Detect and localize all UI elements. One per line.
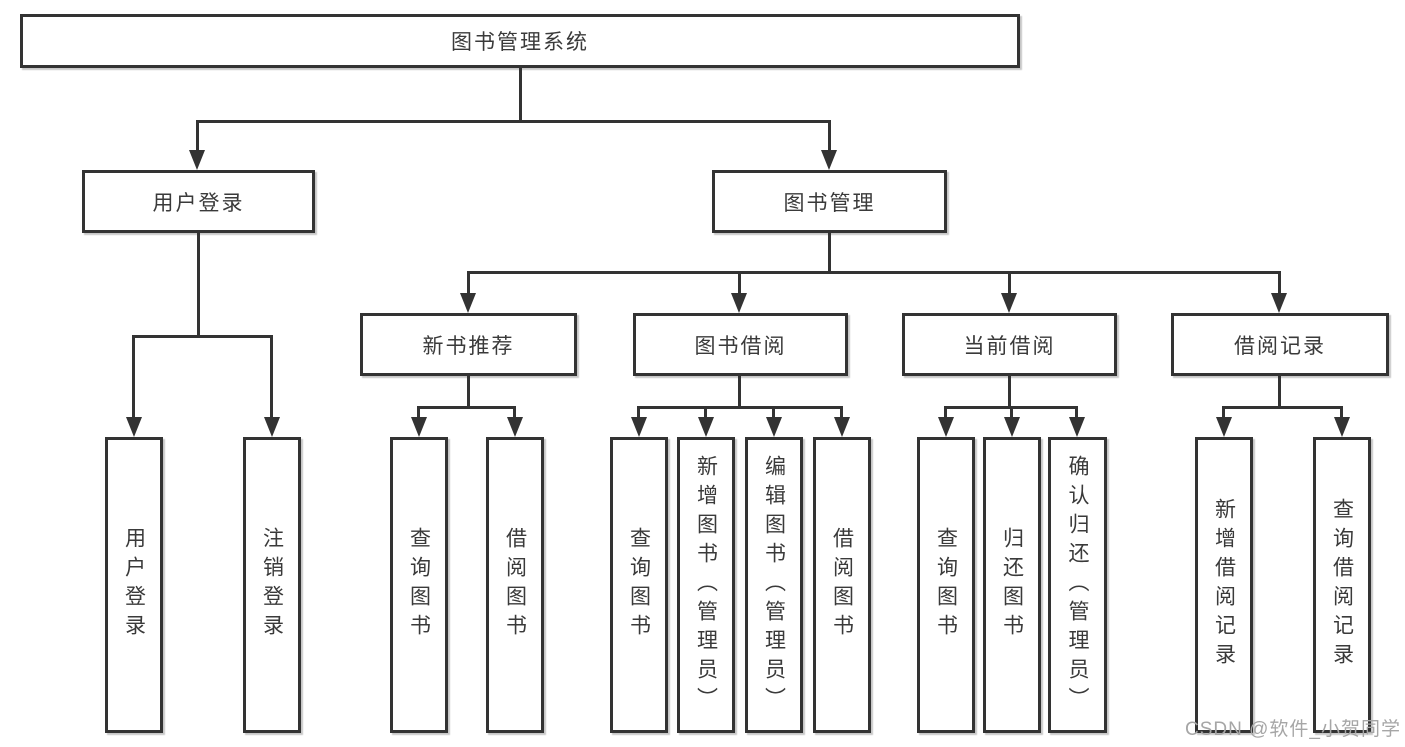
arrow-down-icon bbox=[411, 417, 427, 437]
connector-vline bbox=[519, 68, 522, 122]
node-label: 新书推荐 bbox=[422, 334, 515, 358]
node-book-borrow: 图书借阅 bbox=[633, 313, 848, 376]
node-label: 查询图书 bbox=[407, 527, 431, 643]
leaf-return-books: 归还图书 bbox=[983, 437, 1041, 733]
arrow-down-icon bbox=[1216, 417, 1232, 437]
leaf-query-books-recommend: 查询图书 bbox=[390, 437, 448, 733]
node-label: 用户登录 bbox=[152, 191, 245, 215]
node-label: 借阅图书 bbox=[830, 527, 854, 643]
arrow-down-icon bbox=[631, 417, 647, 437]
arrow-down-icon bbox=[1004, 417, 1020, 437]
arrow-down-icon bbox=[189, 150, 205, 170]
arrow-down-icon bbox=[698, 417, 714, 437]
leaf-user-login: 用户登录 bbox=[105, 437, 163, 733]
arrow-down-icon bbox=[126, 417, 142, 437]
leaf-query-books-borrow: 查询图书 bbox=[610, 437, 668, 733]
connector-vline bbox=[772, 406, 775, 420]
leaf-add-books-admin: 新增图书（管理员） bbox=[677, 437, 735, 733]
arrow-down-icon bbox=[766, 417, 782, 437]
connector-vline bbox=[467, 271, 470, 297]
leaf-query-borrow-record: 查询借阅记录 bbox=[1313, 437, 1371, 733]
node-user-login: 用户登录 bbox=[82, 170, 315, 233]
connector-hline bbox=[417, 406, 516, 409]
node-label: 用户登录 bbox=[122, 527, 146, 643]
arrow-down-icon bbox=[507, 417, 523, 437]
connector-vline bbox=[738, 376, 741, 409]
connector-hline bbox=[467, 271, 1281, 274]
connector-hline bbox=[196, 120, 830, 123]
connector-vline bbox=[196, 120, 199, 154]
connector-vline bbox=[197, 233, 200, 338]
node-label: 图书借阅 bbox=[694, 334, 787, 358]
leaf-add-borrow-record: 新增借阅记录 bbox=[1195, 437, 1253, 733]
connector-vline bbox=[270, 335, 273, 420]
connector-vline bbox=[513, 406, 516, 420]
csdn-watermark: CSDN @软件_小贺同学 bbox=[1185, 719, 1401, 740]
node-current-borrow: 当前借阅 bbox=[902, 313, 1117, 376]
connector-vline bbox=[417, 406, 420, 420]
leaf-edit-books-admin: 编辑图书（管理员） bbox=[745, 437, 803, 733]
node-label: 新增借阅记录 bbox=[1212, 498, 1236, 672]
connector-vline bbox=[1340, 406, 1343, 420]
leaf-confirm-return-admin: 确认归还（管理员） bbox=[1048, 437, 1107, 733]
leaf-logout-login: 注销登录 bbox=[243, 437, 301, 733]
connector-vline bbox=[1008, 271, 1011, 297]
arrow-down-icon bbox=[731, 293, 747, 313]
connector-hline bbox=[637, 406, 843, 409]
node-book-management: 图书管理 bbox=[712, 170, 947, 233]
arrow-down-icon bbox=[1069, 417, 1085, 437]
arrow-down-icon bbox=[1271, 293, 1287, 313]
connector-vline bbox=[1010, 406, 1013, 420]
node-label: 查询借阅记录 bbox=[1330, 498, 1354, 672]
node-label: 确认归还（管理员） bbox=[1066, 454, 1089, 716]
arrow-down-icon bbox=[938, 417, 954, 437]
connector-vline bbox=[1278, 376, 1281, 409]
arrow-down-icon bbox=[460, 293, 476, 313]
connector-vline bbox=[1222, 406, 1225, 420]
connector-vline bbox=[132, 335, 135, 420]
node-label: 编辑图书（管理员） bbox=[762, 454, 786, 716]
connector-vline bbox=[944, 406, 947, 420]
arrow-down-icon bbox=[821, 150, 837, 170]
arrow-down-icon bbox=[1001, 293, 1017, 313]
node-label: 图书管理 bbox=[783, 191, 876, 215]
node-label: 注销登录 bbox=[260, 527, 284, 643]
node-borrow-records: 借阅记录 bbox=[1171, 313, 1389, 376]
node-label: 新增图书（管理员） bbox=[694, 454, 718, 716]
node-label: 查询图书 bbox=[627, 527, 651, 643]
arrow-down-icon bbox=[834, 417, 850, 437]
node-label: 归还图书 bbox=[1000, 527, 1024, 643]
connector-vline bbox=[637, 406, 640, 420]
node-label: 当前借阅 bbox=[963, 334, 1056, 358]
connector-vline bbox=[840, 406, 843, 420]
connector-vline bbox=[738, 271, 741, 297]
arrow-down-icon bbox=[1334, 417, 1350, 437]
connector-hline bbox=[1222, 406, 1343, 409]
connector-vline bbox=[828, 233, 831, 274]
connector-vline bbox=[1075, 406, 1078, 420]
node-label: 图书管理系统 bbox=[451, 31, 589, 54]
node-new-book-recommend: 新书推荐 bbox=[360, 313, 577, 376]
leaf-borrow-books-borrow: 借阅图书 bbox=[813, 437, 871, 733]
node-label: 借阅记录 bbox=[1234, 334, 1326, 358]
node-library-system: 图书管理系统 bbox=[20, 14, 1020, 68]
connector-vline bbox=[1008, 376, 1011, 409]
arrow-down-icon bbox=[264, 417, 280, 437]
node-label: 借阅图书 bbox=[503, 527, 527, 643]
node-label: 查询图书 bbox=[934, 527, 958, 643]
connector-vline bbox=[704, 406, 707, 420]
leaf-borrow-books-recommend: 借阅图书 bbox=[486, 437, 544, 733]
connector-hline bbox=[132, 335, 273, 338]
connector-vline bbox=[1278, 271, 1281, 297]
leaf-query-books-current: 查询图书 bbox=[917, 437, 975, 733]
connector-vline bbox=[828, 120, 831, 154]
connector-vline bbox=[467, 376, 470, 409]
